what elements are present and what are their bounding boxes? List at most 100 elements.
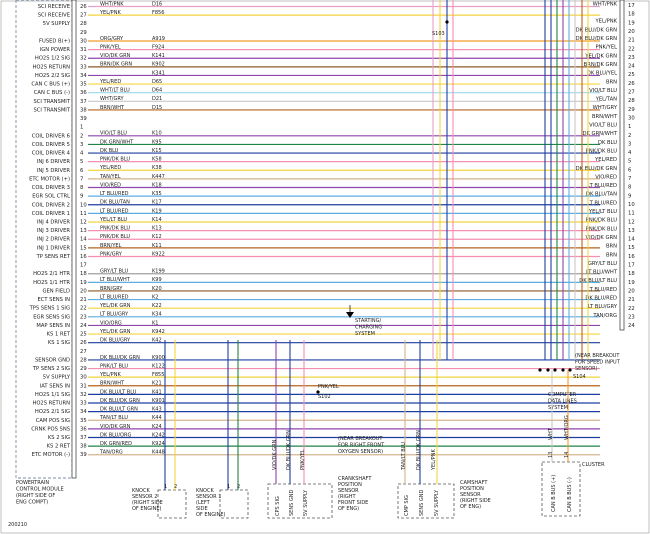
splice-s104-dot [561, 368, 565, 372]
pcm-pin-number: 2 [80, 133, 83, 139]
right-pin-number: 21 [628, 38, 635, 44]
circuit-id: K21 [152, 381, 162, 387]
right-wire-label: PNK/YEL [596, 45, 618, 51]
pcm-pin-number: 7 [80, 176, 83, 182]
knock-sensor-2-pin: 2 [174, 484, 177, 490]
wire-color-label: YEL/DK GRN [99, 329, 131, 335]
circuit-id: D16 [152, 1, 162, 7]
right-pin-number: 16 [628, 254, 635, 260]
right-wire-label: DK BLU/DK GRN [576, 27, 617, 33]
splice-s104-dot [546, 368, 550, 372]
breakout-note: FOR RIGHT FRONT [338, 443, 385, 449]
module-name: POWERTRAIN [16, 480, 49, 486]
pcm-pin-number: 28 [80, 21, 87, 27]
circuit-id: K448 [152, 450, 165, 456]
pcm-pin-number: 31 [80, 47, 87, 53]
wire-color-label: DK BLU/ORG [100, 432, 131, 438]
pcm-pin-function: COIL DRIVER 3 [32, 185, 70, 191]
pcm-pin-number: 22 [80, 306, 87, 312]
pcm-pin-number: 15 [80, 245, 87, 251]
wire-color-label: VIO/DK GRN [100, 53, 131, 59]
pcm-pin-number: 33 [80, 64, 87, 70]
knock-sensor-2 [157, 489, 187, 519]
circuit-id: K19 [152, 208, 162, 214]
pcm-pin-number: 30 [80, 375, 87, 381]
pcm-pin-number: 9 [80, 194, 83, 200]
circuit-id: K900 [152, 355, 165, 361]
wire-color-label: LT BLU/RED [100, 191, 129, 197]
splice-s104-dot [553, 368, 557, 372]
right-pin-number: 19 [628, 20, 635, 26]
right-wire-label: BRN [606, 244, 617, 250]
pcm-pin-number: 28 [80, 357, 87, 363]
circuit-id: F855 [152, 372, 164, 378]
pcm-pin-function: ECT SENS IN [37, 297, 70, 303]
wire-color-label: TAN/LT BLU [99, 415, 128, 421]
right-pin-number: 3 [628, 141, 631, 147]
circuit-id: F856 [152, 10, 164, 16]
circuit-id: K199 [152, 269, 165, 275]
splice-wire-label: PNK/YEL [318, 384, 339, 390]
pcm-pin-number: 25 [80, 332, 87, 338]
starting-charging-note: STARTING/ [355, 318, 382, 324]
data-lines-note: COMPUTER [548, 392, 577, 398]
wire-color-label: YEL/RED [99, 165, 121, 171]
pcm-pin-number: 21 [80, 297, 87, 303]
right-wire-label: PNK/DK BLU [586, 226, 617, 232]
wire-color-label: BRN/YEL [100, 243, 122, 249]
right-wire-label: LT BLU/RED [587, 183, 617, 189]
circuit-id: K242 [152, 432, 165, 438]
right-pin-number: 15 [628, 245, 635, 251]
right-wire-label: DK BLU/DK GRN [576, 36, 617, 42]
wire-color-label: BRN/DK GRN [100, 62, 132, 68]
right-pin-number: 22 [628, 46, 635, 52]
splice-label: S103 [432, 31, 445, 37]
breakout-note: SENSOR) [575, 366, 598, 372]
knock-sensor-1 [219, 489, 249, 519]
pcm-pin-number: 26 [80, 340, 87, 346]
cam-pin-label: SENS GND [419, 490, 425, 516]
cluster-pin-number: 14 [564, 452, 570, 458]
cam-pin-label: CMP SIG [404, 495, 410, 516]
right-pin-number: 17 [628, 3, 635, 9]
right-wire-label: DK BLU [598, 140, 617, 146]
crankshaft-position-sensor [267, 483, 333, 519]
right-wire-label: PNK/DK BLU [586, 148, 617, 154]
knock-sensor-1-name: SENSOR 1 [196, 494, 221, 500]
pcm-pin-number: 31 [80, 383, 87, 389]
right-pin-number: 5 [628, 159, 631, 165]
wire-color-label: DK GRN/WHT [100, 139, 134, 145]
crank-name: SENSOR [338, 488, 359, 494]
pcm-pin-number: 19 [80, 280, 87, 286]
pcm-pin-function: EGR SOL CTRL [32, 194, 70, 200]
cluster-pin-number: 13 [548, 452, 554, 458]
knock-sensor-2-name: KNOCK [132, 488, 150, 494]
wire-color-label: PNK/DK BLU [100, 157, 130, 163]
pcm-pin-function: INJ 3 DRIVER [37, 228, 70, 234]
wire-color-label: DK BLU/DK GRN [100, 355, 140, 361]
right-pin-number: 1 [628, 124, 631, 130]
circuit-id: K901 [152, 398, 165, 404]
pcm-pin-number: 32 [80, 392, 87, 398]
wire-color-label: GRY/LT BLU [100, 269, 128, 275]
right-pin-number: 17 [628, 263, 635, 269]
right-pin-number: 26 [628, 81, 635, 87]
pcm-pin-function: COIL DRIVER 1 [32, 211, 70, 217]
wire-color-label: DK BLU/GRY [100, 338, 131, 344]
crank-name: POSITION [338, 482, 362, 488]
pcm-pin-number: 8 [80, 185, 84, 191]
knock-sensor-1-pin: 2 [237, 484, 240, 490]
breakout-note: (NEAR BREAKOUT [575, 353, 620, 359]
arrow-head [346, 312, 354, 318]
circuit-id: K34 [152, 312, 162, 318]
pcm-pin-number: 16 [80, 254, 87, 260]
pcm-pin-function: FUSED B(+) [39, 38, 70, 44]
right-pin-number: 21 [628, 297, 635, 303]
circuit-id: K902 [152, 62, 165, 68]
circuit-id: K122 [152, 363, 165, 369]
pcm-pin-number: 35 [80, 82, 87, 88]
circuit-id: K942 [152, 329, 165, 335]
pcm-pin-function: MAP SENS IN [36, 323, 70, 329]
